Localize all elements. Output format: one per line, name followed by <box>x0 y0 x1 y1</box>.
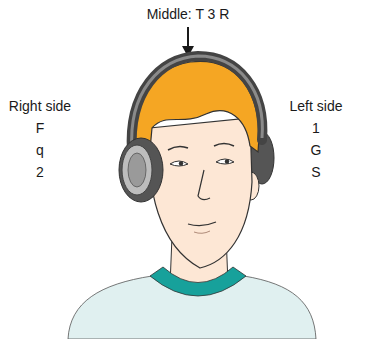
pointer-arrow-shaft <box>187 27 189 48</box>
face <box>149 118 252 268</box>
ear-cup-ring <box>122 145 152 195</box>
middle-channel-label: Middle: T 3 R <box>147 6 230 22</box>
headband-highlight <box>132 56 263 150</box>
eye <box>170 161 188 166</box>
channel-character: F <box>36 120 45 136</box>
ear-cup-center <box>128 153 146 187</box>
lower-lip <box>194 231 210 233</box>
nose <box>198 170 210 200</box>
eye <box>216 159 234 164</box>
channel-character: 2 <box>36 164 44 180</box>
eyebrow <box>168 146 188 150</box>
mouth <box>188 222 216 226</box>
pupil <box>179 161 183 165</box>
eyebrow <box>214 144 234 147</box>
channel-character: 1 <box>312 120 320 136</box>
channel-character: G <box>311 142 322 158</box>
channel-character: S <box>311 164 320 180</box>
side-heading: Right side <box>9 98 71 114</box>
pupil <box>225 159 229 163</box>
side-heading: Left side <box>290 98 343 114</box>
channel-character: q <box>36 142 44 158</box>
shirt-collar <box>150 267 246 296</box>
headband <box>132 56 263 152</box>
near-ear-cup <box>119 138 163 202</box>
